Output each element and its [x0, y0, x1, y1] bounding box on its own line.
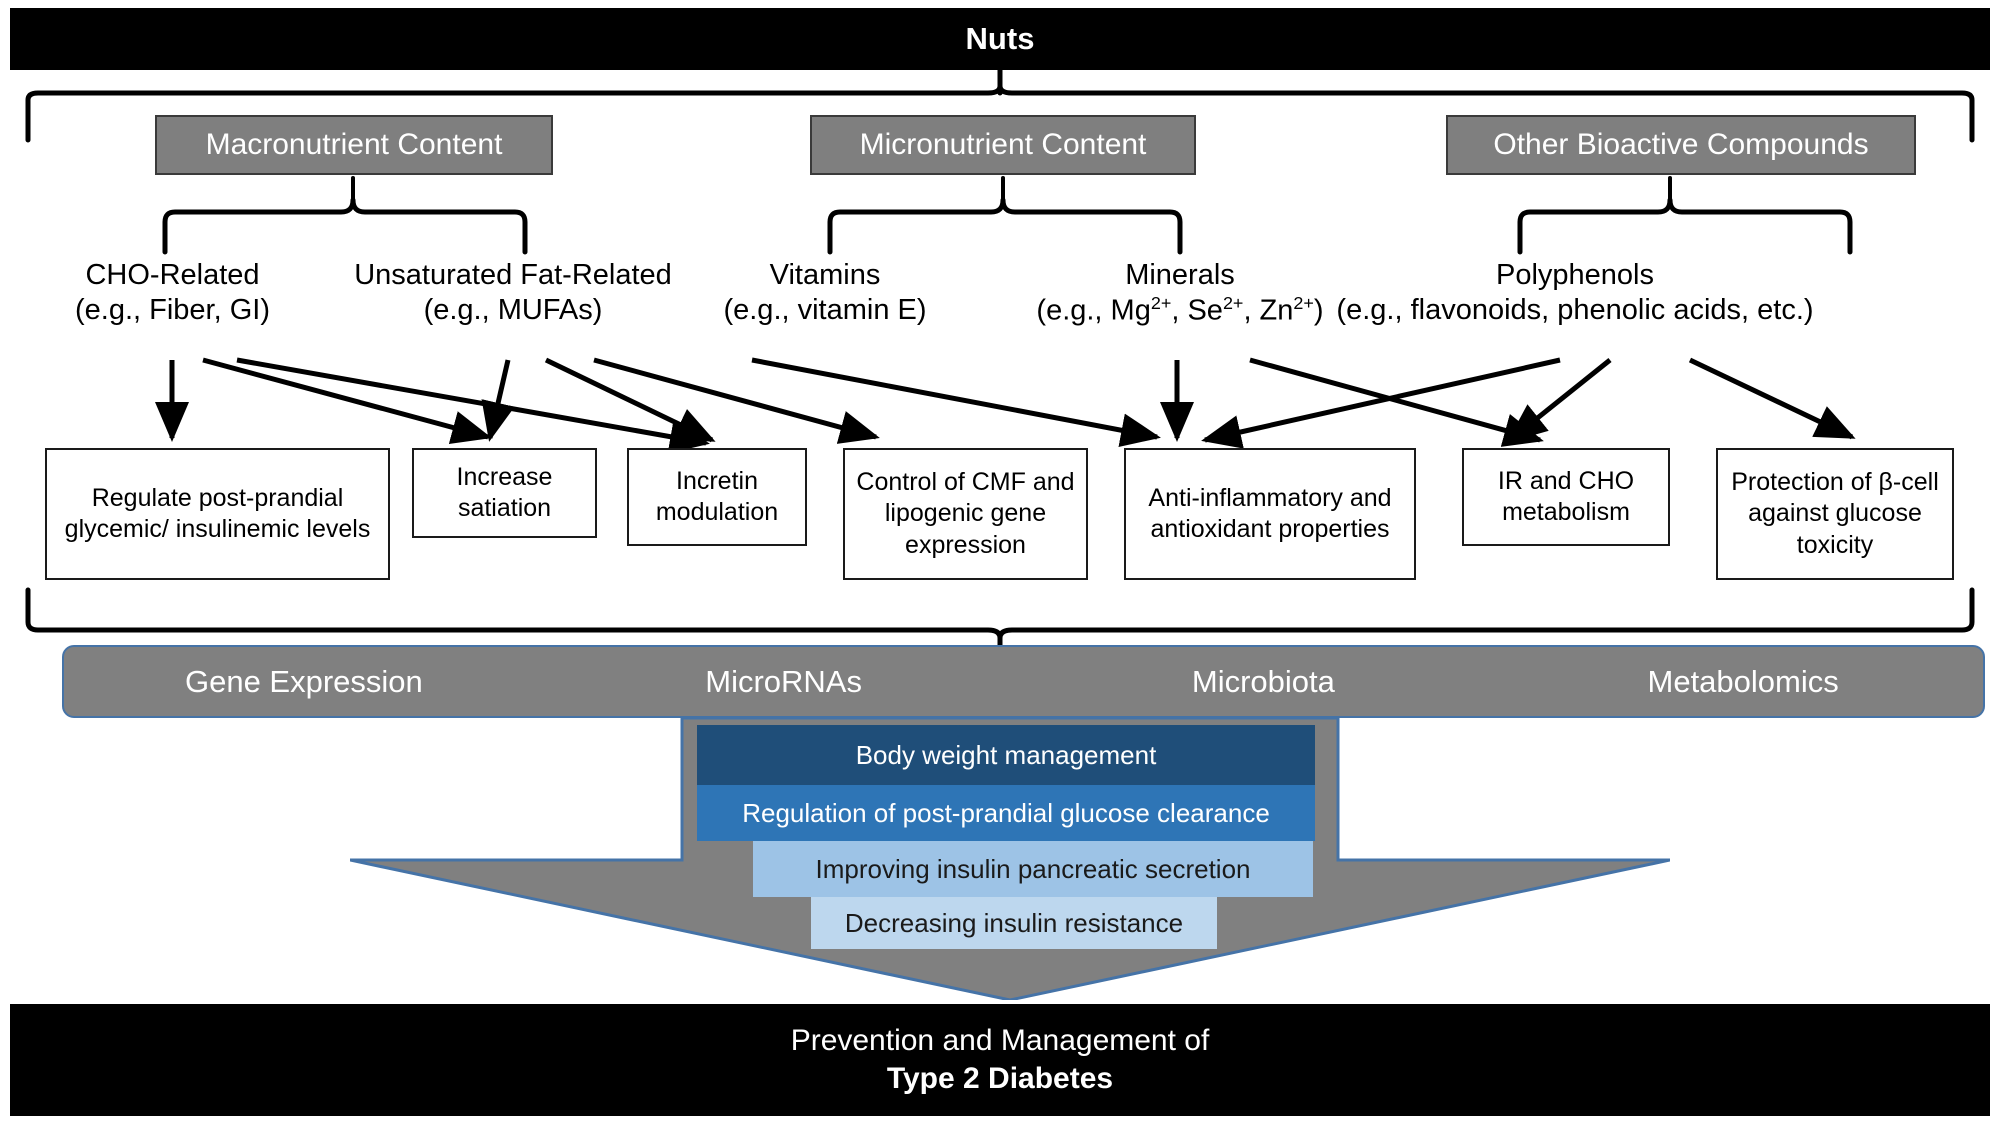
arrow-fat-to-satiation — [481, 359, 515, 442]
arrow-fat-to-incretin — [544, 357, 716, 443]
component-example: (e.g., flavonoids, phenolic acids, etc.) — [1336, 294, 1814, 327]
arrow-polyphenols-to-betacell — [1688, 357, 1856, 440]
arrow-minerals-to-ir — [1249, 357, 1544, 447]
omics-bar: Gene Expression MicroRNAs Microbiota Met… — [62, 645, 1985, 718]
category-box-other-bioactive[interactable]: Other Bioactive Compounds — [1446, 115, 1916, 175]
component-name: Unsaturated Fat-Related — [354, 259, 672, 291]
page-title: Nuts — [965, 21, 1035, 57]
mechanism-box-incretin-modulation[interactable]: Incretin modulation — [627, 448, 807, 546]
component-vitamins: Vitamins (e.g., vitamin E) — [710, 258, 940, 329]
component-unsaturated-fat-related: Unsaturated Fat-Related (e.g., MUFAs) — [348, 258, 678, 329]
component-example: (e.g., vitamin E) — [723, 294, 927, 327]
benefit-body-weight-management[interactable]: Body weight management — [697, 725, 1315, 785]
component-example: (e.g., MUFAs) — [423, 294, 603, 327]
arrow-fat-to-cmf — [593, 357, 880, 444]
outcome-banner: Prevention and Management of Type 2 Diab… — [10, 1004, 1990, 1116]
category-label: Macronutrient Content — [205, 128, 503, 161]
arrow-cho-to-satiation — [202, 357, 492, 445]
category-label: Micronutrient Content — [859, 128, 1147, 161]
benefit-label: Decreasing insulin resistance — [844, 907, 1184, 938]
mechanism-label: Control of CMF and lipogenic gene expres… — [856, 467, 1075, 559]
component-cho-related: CHO-Related (e.g., Fiber, GI) — [40, 258, 305, 329]
mechanism-box-control-cmf[interactable]: Control of CMF and lipogenic gene expres… — [843, 448, 1088, 580]
arrow-vitamins-to-antiinflam — [751, 357, 1161, 447]
benefit-glucose-clearance[interactable]: Regulation of post-prandial glucose clea… — [697, 785, 1315, 841]
category-box-micronutrient[interactable]: Micronutrient Content — [810, 115, 1196, 175]
mechanism-label: Protection of β-cell against glucose tox… — [1731, 467, 1939, 559]
outcome-line-1: Prevention and Management of — [790, 1023, 1210, 1057]
arrow-polyphenols-to-ir — [1506, 358, 1612, 443]
benefit-label: Improving insulin pancreatic secretion — [815, 853, 1251, 884]
category-box-macronutrient[interactable]: Macronutrient Content — [155, 115, 553, 175]
benefit-label: Regulation of post-prandial glucose clea… — [742, 797, 1270, 828]
component-example: (e.g., Fiber, GI) — [75, 294, 270, 327]
benefit-label: Body weight management — [855, 739, 1157, 770]
omics-item-microbiota[interactable]: Microbiota — [1191, 663, 1335, 699]
omics-item-micrornas[interactable]: MicroRNAs — [705, 663, 862, 699]
mechanism-box-anti-inflammatory[interactable]: Anti-inflammatory and antioxidant proper… — [1124, 448, 1416, 580]
mechanism-label: IR and CHO metabolism — [1497, 466, 1635, 527]
title-banner: Nuts — [10, 8, 1990, 70]
category-label: Other Bioactive Compounds — [1493, 128, 1869, 161]
mechanism-label: Increase satiation — [456, 462, 553, 523]
benefit-insulin-secretion[interactable]: Improving insulin pancreatic secretion — [753, 841, 1313, 897]
mechanism-label: Incretin modulation — [655, 466, 779, 527]
component-polyphenols: Polyphenols (e.g., flavonoids, phenolic … — [1180, 258, 1970, 329]
arrow-cho-to-incretin — [236, 357, 710, 454]
component-name: Vitamins — [769, 259, 881, 291]
mechanism-label: Anti-inflammatory and antioxidant proper… — [1148, 483, 1392, 544]
component-name: Minerals — [1125, 259, 1235, 291]
mechanism-box-beta-cell-protection[interactable]: Protection of β-cell against glucose tox… — [1716, 448, 1954, 580]
arrow-polyphenols-to-antiinflam — [1201, 357, 1561, 449]
mechanism-box-ir-cho-metabolism[interactable]: IR and CHO metabolism — [1462, 448, 1670, 546]
omics-item-gene-expression[interactable]: Gene Expression — [184, 663, 423, 699]
component-name: CHO-Related — [85, 259, 260, 291]
omics-item-metabolomics[interactable]: Metabolomics — [1647, 663, 1839, 699]
component-example: (e.g., Mg2+, Se2+, Zn2+) — [1036, 293, 1324, 328]
benefit-insulin-resistance[interactable]: Decreasing insulin resistance — [811, 897, 1217, 949]
mechanism-box-regulate-glycemic[interactable]: Regulate post-prandial glycemic/ insulin… — [45, 448, 390, 580]
component-name: Polyphenols — [1496, 259, 1654, 291]
component-minerals: Minerals (e.g., Mg2+, Se2+, Zn2+) — [1000, 258, 1360, 329]
outcome-line-2: Type 2 Diabetes — [886, 1062, 1114, 1095]
mechanism-label: Regulate post-prandial glycemic/ insulin… — [64, 483, 371, 544]
mechanism-box-increase-satiation[interactable]: Increase satiation — [412, 448, 597, 538]
